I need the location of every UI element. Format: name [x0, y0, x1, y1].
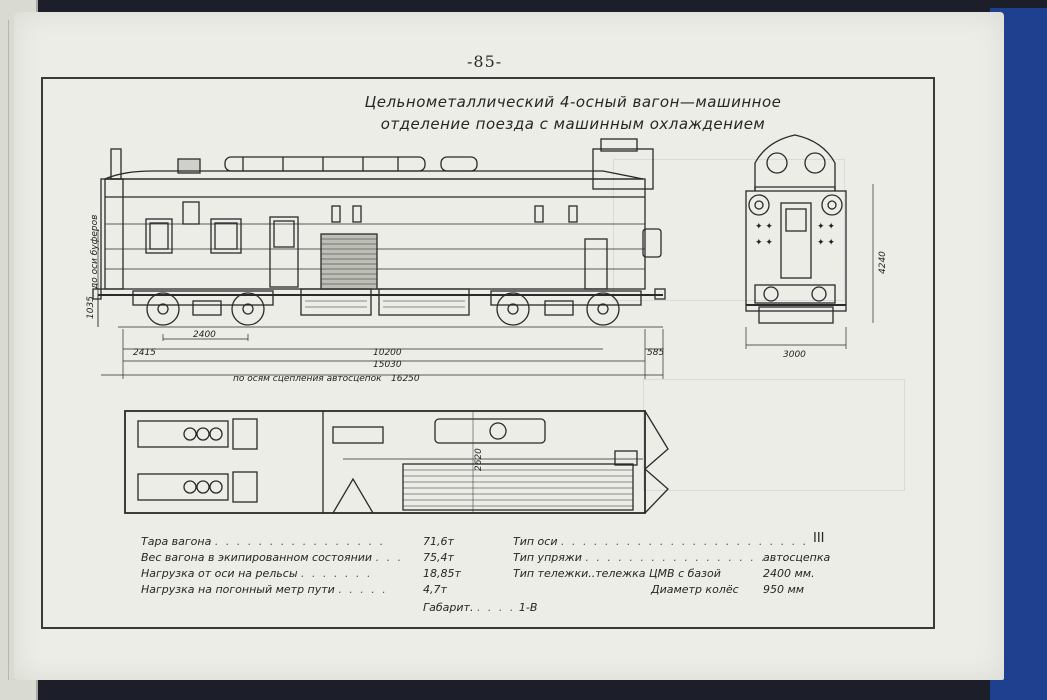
spec-wheel-label: Диаметр колёс [651, 583, 739, 596]
spec-wheel-value: 950 мм [763, 583, 805, 596]
spec-meter-load-label: Нагрузка на погонный метр пути . . . . . [141, 583, 388, 596]
dim-3000: 3000 [783, 350, 806, 360]
dim-2415: 2415 [133, 348, 156, 358]
spec-tare-value: 71,6т [423, 535, 454, 548]
spec-harness-label: Тип упряжи . . . . . . . . . . . . . . .… [513, 551, 789, 564]
side-dimensions [97, 229, 664, 379]
drawing-frame: Цельнометаллический 4-осный вагон—машинн… [41, 77, 935, 629]
book-page: -85- Цельнометаллический 4-осный вагон—м… [14, 12, 1004, 680]
dim-to-buffer: до оси буферов [90, 215, 100, 290]
spec-axle-load-value: 18,85т [423, 567, 461, 580]
svg-text:✦ ✦: ✦ ✦ [817, 238, 835, 248]
dim-10200: 10200 [373, 348, 402, 358]
svg-text:✦ ✦: ✦ ✦ [817, 222, 835, 232]
spec-harness-value: автосцепка [763, 551, 831, 564]
dim-1035: 1035 [86, 296, 96, 319]
spec-tare-label: Тара вагона . . . . . . . . . . . . . . … [141, 535, 386, 548]
spec-gabarit: Габарит. . . . . 1-В [423, 601, 538, 614]
dim-16250: 16250 [391, 374, 420, 384]
spec-weight-label: Вес вагона в экипированном состоянии . .… [141, 551, 404, 564]
drawing-title-line-1: Цельнометаллический 4-осный вагон—машинн… [364, 93, 782, 111]
side-view [92, 138, 666, 328]
spec-axle-type-label: Тип оси . . . . . . . . . . . . . . . . … [513, 535, 809, 548]
end-view: ✦ ✦ ✦ ✦ ✦ ✦ ✦ ✦ [745, 134, 874, 349]
dim-couplers-label: по осям сцепления автосцепок [233, 374, 382, 384]
spec-meter-load-value: 4,7т [423, 583, 447, 596]
svg-text:✦ ✦: ✦ ✦ [755, 238, 773, 248]
dim-2400: 2400 [193, 330, 216, 340]
page-number: -85- [467, 52, 503, 71]
dim-4240: 4240 [878, 251, 888, 274]
dim-15030: 15030 [373, 360, 402, 370]
spec-axle-type-value: III [813, 531, 825, 546]
spec-bogie-label: Тип тележки..тележка ЦМВ с базой [513, 567, 721, 580]
spec-weight-value: 75,4т [423, 551, 454, 564]
dim-585: 585 [647, 348, 664, 358]
dim-2620: 2620 [474, 448, 484, 471]
spec-bogie-value: 2400 мм. [763, 567, 815, 580]
plan-view [124, 410, 669, 514]
locomotive-drawing: ✦ ✦ ✦ ✦ ✦ ✦ ✦ ✦ [86, 134, 888, 514]
spec-axle-load-label: Нагрузка от оси на рельсы . . . . . . . [141, 567, 373, 580]
svg-text:✦ ✦: ✦ ✦ [755, 222, 773, 232]
drawing-title-line-2: отделение поезда с машинным охлаждением [380, 115, 766, 133]
